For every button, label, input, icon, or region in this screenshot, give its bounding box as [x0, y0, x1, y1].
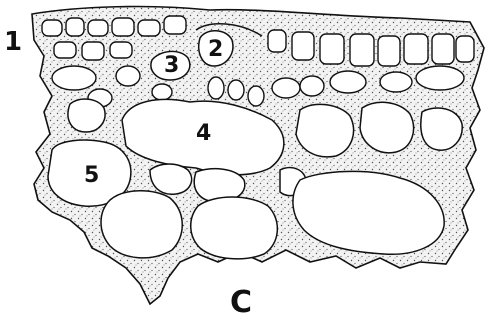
cell-label-3: 3	[164, 53, 179, 78]
figure-caption: C	[230, 285, 252, 320]
cell-label-4: 4	[196, 121, 211, 146]
cell-label-5: 5	[84, 163, 99, 188]
side-label: 1	[4, 27, 22, 57]
cell-label-2: 2	[208, 37, 223, 62]
